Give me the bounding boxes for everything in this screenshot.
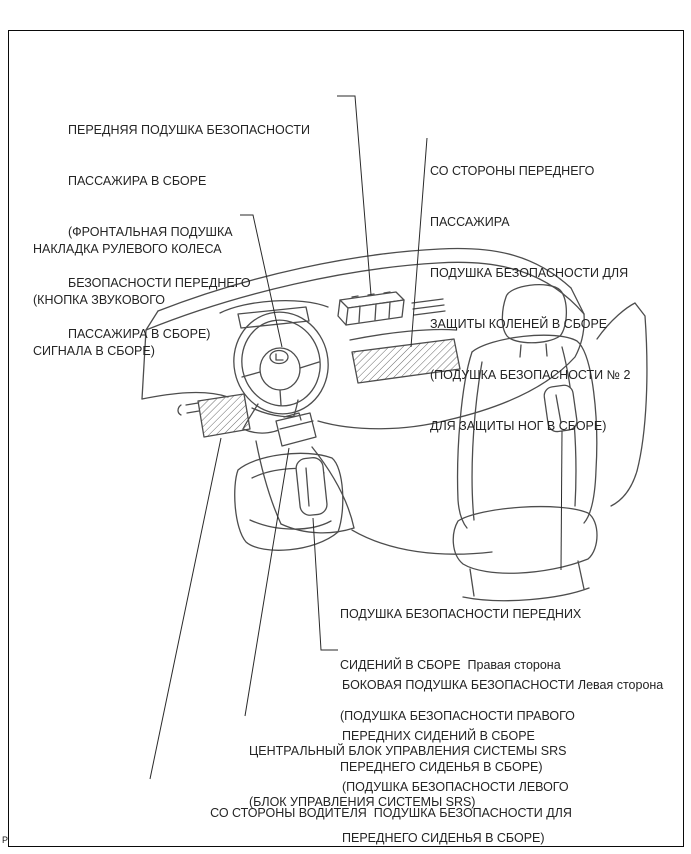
label-line: БЕЗОПАСНОСТИ ПЕРЕДНЕГО [68, 276, 251, 290]
left-seat-side-airbag-module [295, 457, 328, 516]
leader-srs-ecu [244, 447, 290, 717]
label-passenger-knee-airbag: СО СТОРОНЫ ПЕРЕДНЕГО ПАССАЖИРА ПОДУШКА Б… [430, 129, 630, 469]
label-line: ПАССАЖИРА В СБОРЕ [68, 174, 207, 188]
label-line: ЦЕНТРАЛЬНЫЙ БЛОК УПРАВЛЕНИЯ СИСТЕМЫ SRS [249, 744, 567, 758]
right-front-seat [452, 284, 648, 602]
leader-front-passenger-airbag [337, 95, 372, 296]
label-line: (БЛОК УПРАВЛЕНИЯ СИСТЕМЫ SRS) [249, 795, 476, 809]
steering-logo-icon [269, 349, 289, 365]
label-srs-ecu: ЦЕНТРАЛЬНЫЙ БЛОК УПРАВЛЕНИЯ СИСТЕМЫ SRS … [249, 709, 566, 845]
label-line: ПЕРЕДНЕГО СИДЕНЬЯ В СБОРЕ) [340, 760, 543, 774]
label-line: ПЕРЕДНЕГО СИДЕНЬЯ В СБОРЕ) [342, 831, 545, 845]
label-line: (ПОДУШКА БЕЗОПАСНОСТИ ПРАВОГО [340, 709, 575, 723]
label-line: НАКЛАДКА РУЛЕВОГО КОЛЕСА [33, 242, 222, 256]
label-line: ДЛЯ ЗАЩИТЫ НОГ В СБОРЕ) [430, 419, 607, 433]
label-line: ПОДУШКА БЕЗОПАСНОСТИ ПЕРЕДНИХ [340, 607, 582, 621]
leader-driver-knee-airbag [149, 437, 222, 780]
label-line: (ФРОНТАЛЬНАЯ ПОДУШКА [68, 225, 233, 239]
dashboard [141, 247, 585, 430]
leader-left-seat-airbag [312, 517, 338, 651]
label-line: СО СТОРОНЫ ВОДИТЕЛЯ ПОДУШКА БЕЗОПАСНОСТИ… [210, 806, 572, 820]
label-left-seat-airbag: БОКОВАЯ ПОДУШКА БЕЗОПАСНОСТИ Левая сторо… [342, 643, 663, 854]
label-line: ЗАЩИТЫ КОЛЕНЕЙ В СБОРЕ [430, 317, 608, 331]
label-line: (КНОПКА ЗВУКОВОГО [33, 293, 165, 307]
label-front-passenger-airbag: ПЕРЕДНЯЯ ПОДУШКА БЕЗОПАСНОСТИ ПАССАЖИРА … [68, 88, 310, 377]
label-line: ПАССАЖИРА В СБОРЕ) [68, 327, 211, 341]
label-steering-pad: НАКЛАДКА РУЛЕВОГО КОЛЕСА (КНОПКА ЗВУКОВО… [33, 207, 222, 394]
front-passenger-airbag-module [337, 291, 405, 326]
leader-passenger-knee-airbag [410, 137, 428, 348]
label-line: БОКОВАЯ ПОДУШКА БЕЗОПАСНОСТИ Левая сторо… [342, 678, 664, 692]
label-line: (ПОДУШКА БЕЗОПАСНОСТИ № 2 [430, 368, 631, 382]
leader-lines [149, 95, 563, 780]
label-line: СИДЕНИЙ В СБОРЕ Правая сторона [340, 658, 561, 672]
label-right-seat-airbag: ПОДУШКА БЕЗОПАСНОСТИ ПЕРЕДНИХ СИДЕНИЙ В … [340, 572, 581, 810]
leader-right-seat-airbag [560, 430, 563, 571]
srs-control-unit [275, 412, 317, 447]
corner-mark: P [2, 835, 9, 845]
label-line: ПЕРЕДНИХ СИДЕНИЙ В СБОРЕ [342, 729, 535, 743]
label-line: СО СТОРОНЫ ПЕРЕДНЕГО [430, 164, 595, 178]
label-line: (ПОДУШКА БЕЗОПАСНОСТИ ЛЕВОГО [342, 780, 569, 794]
label-line: ПОДУШКА БЕЗОПАСНОСТИ ДЛЯ [430, 266, 629, 280]
label-driver-knee-airbag: СО СТОРОНЫ ВОДИТЕЛЯ ПОДУШКА БЕЗОПАСНОСТИ… [150, 771, 632, 854]
label-line: ПЕРЕДНЯЯ ПОДУШКА БЕЗОПАСНОСТИ [68, 123, 310, 137]
passenger-knee-airbag-module [351, 338, 461, 384]
driver-knee-airbag-module [177, 393, 251, 438]
page-border [8, 30, 684, 847]
leader-steering-pad [240, 214, 283, 348]
right-seat-side-airbag-module [543, 384, 578, 433]
label-line: СИГНАЛА В СБОРЕ) [33, 344, 155, 358]
label-line: ПАССАЖИРА [430, 215, 510, 229]
